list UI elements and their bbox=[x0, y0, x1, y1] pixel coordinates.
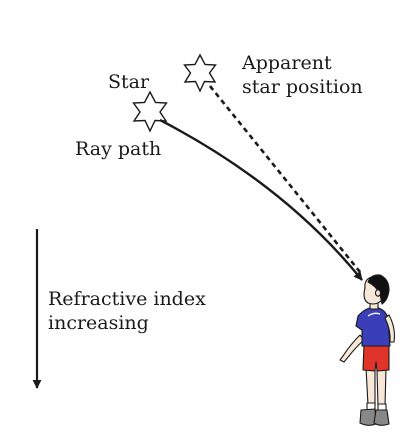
refractive-index-label-line2: increasing bbox=[48, 312, 149, 334]
ray-path-label: Ray path bbox=[75, 138, 162, 160]
apparent-star-label-line1: Apparent bbox=[242, 52, 332, 74]
star-icon bbox=[132, 90, 168, 133]
apparent-direction-line bbox=[208, 85, 362, 273]
ray-path-curve bbox=[159, 118, 363, 281]
apparent-star-icon bbox=[183, 53, 217, 93]
observer-boy-icon bbox=[339, 274, 395, 426]
star-label: Star bbox=[108, 71, 150, 93]
apparent-star-label-line2: star position bbox=[242, 76, 363, 98]
refractive-index-label-line1: Refractive index bbox=[48, 288, 206, 310]
